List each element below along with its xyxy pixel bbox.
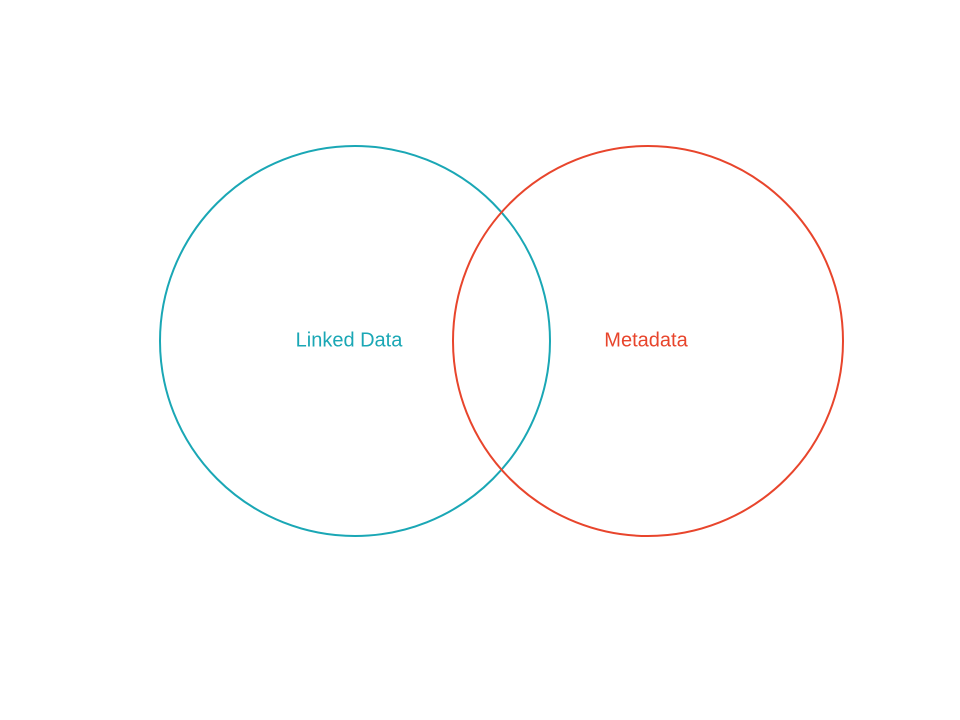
metadata-circle [452, 145, 844, 537]
linked-data-label: Linked Data [296, 329, 404, 351]
metadata-label: Metadata [604, 329, 688, 351]
linked-data-circle [159, 145, 551, 537]
